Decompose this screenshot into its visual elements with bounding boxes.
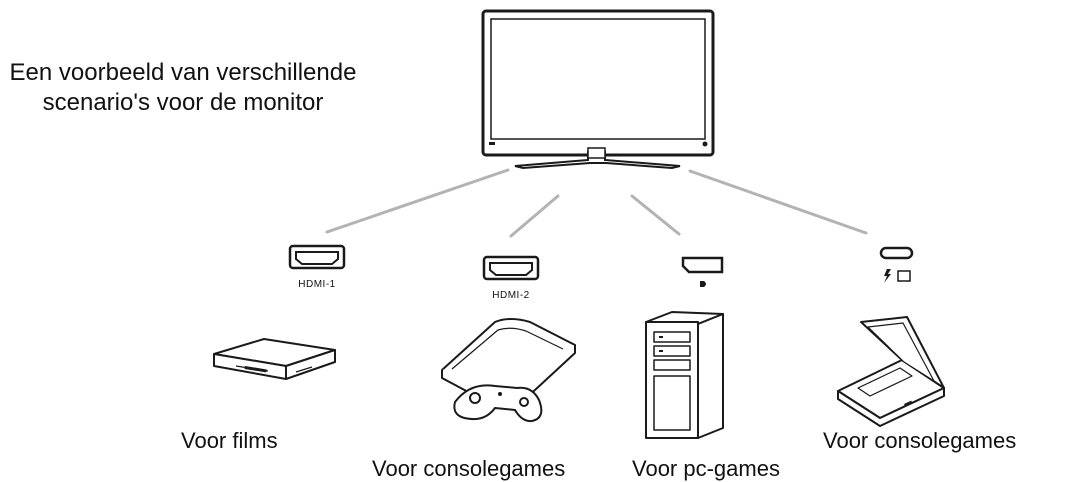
- caption-consolegames-2: Voor consolegames: [823, 428, 1017, 453]
- thunderbolt-icon: [884, 269, 891, 283]
- hdmi1-port-icon: [288, 244, 346, 270]
- title-line-2: scenario's voor de monitor: [42, 89, 324, 116]
- connection-line-hdmi1: [325, 168, 510, 234]
- caption-consolegames-1: Voor consolegames: [372, 456, 566, 481]
- hdmi2-label: HDMI-2: [492, 290, 530, 301]
- connection-lines: [325, 168, 868, 238]
- displayport-port-icon: [681, 256, 724, 287]
- game-console-illustration: [441, 318, 576, 423]
- connection-line-usbc: [688, 169, 868, 235]
- laptop-illustration: [837, 316, 945, 427]
- connection-line-dp: [630, 194, 681, 236]
- hdmi2-port-icon: [482, 255, 540, 281]
- caption-films: Voor films: [181, 428, 278, 453]
- blu-ray-player-illustration: [213, 338, 336, 380]
- display-icon: [897, 270, 911, 282]
- usbc-port-icon: [879, 246, 914, 283]
- caption-pc-games: Voor pc-games: [632, 456, 780, 481]
- connection-line-hdmi2: [509, 194, 560, 238]
- pc-tower-illustration: [645, 311, 724, 439]
- monitor-illustration: [481, 9, 715, 170]
- hdmi1-label: HDMI-1: [298, 279, 336, 290]
- diagram-title: Een voorbeeld van verschillende scenario…: [0, 58, 366, 118]
- title-line-1: Een voorbeeld van verschillende: [9, 59, 357, 86]
